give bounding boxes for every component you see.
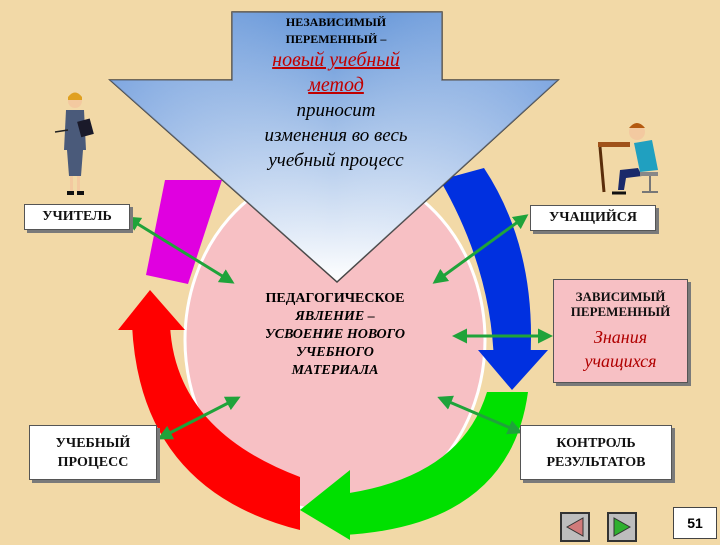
- learning-process-label: УЧЕБНЫЙ ПРОЦЕСС: [29, 425, 157, 480]
- triangle-right-icon: [613, 517, 632, 537]
- learning-process-line-2: ПРОЦЕСС: [57, 454, 129, 470]
- connector-process: [157, 396, 241, 440]
- arrow-line-1: НЕЗАВИСИМЫЙ: [285, 15, 387, 29]
- connector-teacher: [125, 216, 235, 284]
- connector-student: [432, 214, 529, 284]
- arrow-line-7: учебный процесс: [268, 150, 404, 171]
- center-line-5: МАТЕРИАЛА: [291, 363, 379, 378]
- teacher-figure-icon: [54, 92, 94, 195]
- center-line-1: ПЕДАГОГИЧЕСКОЕ: [265, 291, 405, 306]
- results-control-line-1: КОНТРОЛЬ: [556, 435, 636, 451]
- dependent-line-3: Знания: [593, 327, 648, 347]
- page-number: 51: [673, 507, 717, 539]
- arrow-line-4: метод: [308, 74, 364, 96]
- student-label-text: УЧАЩИЙСЯ: [548, 210, 638, 225]
- center-line-4: УЧЕБНОГО: [296, 345, 374, 360]
- arrow-line-6: изменения во весь: [264, 125, 408, 146]
- dependent-line-4: учащихся: [584, 351, 657, 371]
- dependent-variable-box: ЗАВИСИМЫЙ ПЕРЕМЕННЫЙ Знания учащихся: [553, 279, 688, 383]
- arrow-shading: [110, 12, 558, 282]
- dependent-line-2: ПЕРЕМЕННЫЙ: [570, 304, 671, 319]
- teacher-label-text: УЧИТЕЛЬ: [42, 209, 112, 224]
- arrow-line-2: ПЕРЕМЕННЫЙ –: [285, 32, 387, 46]
- student-label: УЧАЩИЙСЯ: [530, 205, 656, 231]
- teacher-label: УЧИТЕЛЬ: [24, 204, 130, 230]
- ring-green-arrowhead: [300, 470, 350, 540]
- student-figure-icon: [598, 123, 658, 195]
- center-line-3: УСВОЕНИЕ НОВОГО: [265, 327, 405, 342]
- dependent-line-1: ЗАВИСИМЫЙ: [575, 289, 666, 304]
- previous-slide-button[interactable]: [560, 512, 590, 542]
- triangle-left-icon: [565, 517, 584, 537]
- learning-process-line-1: УЧЕБНЫЙ: [55, 435, 131, 451]
- results-control-line-2: РЕЗУЛЬТАТОВ: [546, 454, 646, 470]
- independent-variable-text: НЕЗАВИСИМЫЙ ПЕРЕМЕННЫЙ – новый учебный м…: [236, 14, 436, 173]
- center-line-2: ЯВЛЕНИЕ –: [295, 309, 375, 324]
- next-slide-button[interactable]: [607, 512, 637, 542]
- ring-blue-arrowhead: [478, 350, 548, 390]
- pedagogical-phenomenon-text: ПЕДАГОГИЧЕСКОЕ ЯВЛЕНИЕ – УСВОЕНИЕ НОВОГО…: [235, 290, 435, 380]
- ring-red-arrowhead: [118, 290, 185, 330]
- arrow-line-3: новый учебный: [272, 49, 400, 71]
- connector-control: [437, 395, 523, 435]
- arrow-line-5: приносит: [296, 100, 376, 121]
- results-control-label: КОНТРОЛЬ РЕЗУЛЬТАТОВ: [520, 425, 672, 480]
